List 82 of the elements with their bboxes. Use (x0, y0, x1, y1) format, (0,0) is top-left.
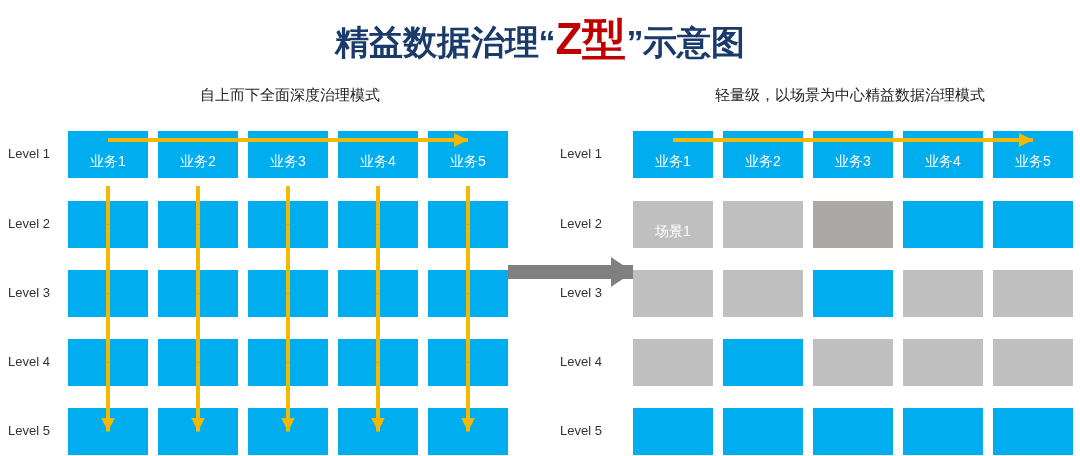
grid-tile (903, 270, 983, 317)
grid-tile (428, 131, 508, 178)
tile-label: 业务3 (269, 153, 307, 169)
grid-tile (338, 201, 418, 248)
grid-tile (68, 270, 148, 317)
row-label: Level 3 (8, 285, 50, 300)
grid-tile (338, 408, 418, 455)
grid-tile (158, 201, 238, 248)
grid-tile (993, 339, 1073, 386)
row-label: Level 5 (8, 423, 50, 438)
grid-tile (903, 339, 983, 386)
grid-tile (813, 408, 893, 455)
row-label: Level 1 (560, 146, 602, 161)
arrow (461, 362, 475, 432)
panel-heading: 自上而下全面深度治理模式 (200, 86, 380, 105)
grid-tile (248, 339, 328, 386)
grid-tile (248, 131, 328, 178)
grid-tile (723, 201, 803, 248)
grid-tile (993, 131, 1073, 178)
grid-tile (338, 270, 418, 317)
arrow (371, 362, 385, 432)
grid-tile (633, 339, 713, 386)
grid-tile (633, 408, 713, 455)
grid-tile (68, 131, 148, 178)
row-label: Level 3 (560, 285, 602, 300)
grid-tile (813, 339, 893, 386)
panel-heading: 轻量级，以场景为中心精益数据治理模式 (715, 86, 985, 105)
grid-tile (68, 201, 148, 248)
tile-label: 业务2 (744, 153, 782, 169)
tile-label: 场景1 (654, 223, 692, 239)
tile-label: 业务1 (89, 153, 127, 169)
grid-tile (68, 408, 148, 455)
grid-tile (813, 270, 893, 317)
grid-tile (338, 131, 418, 178)
grid-tile (158, 339, 238, 386)
arrow (943, 133, 1033, 147)
grid-tile (813, 131, 893, 178)
grid-tile (723, 339, 803, 386)
tile-label: 业务4 (924, 153, 962, 169)
row-label: Level 4 (560, 354, 602, 369)
row-label: Level 5 (560, 423, 602, 438)
row-label: Level 2 (8, 216, 50, 231)
grid-tile (993, 201, 1073, 248)
tile-label: 业务5 (449, 153, 487, 169)
grid-tile (723, 131, 803, 178)
grid-tile (68, 339, 148, 386)
tile-label: 业务2 (179, 153, 217, 169)
grid-tile (428, 201, 508, 248)
title: 精益数据治理“Z型”示意图 (333, 14, 747, 65)
grid-tile (903, 131, 983, 178)
tile-label: 业务4 (359, 153, 397, 169)
grid-tile (428, 408, 508, 455)
grid-tile (158, 270, 238, 317)
grid-tile (248, 408, 328, 455)
row-label: Level 4 (8, 354, 50, 369)
grid-tile (633, 131, 713, 178)
grid-tile (338, 339, 418, 386)
arrow (378, 133, 468, 147)
grid-tile (813, 201, 893, 248)
tile-label: 业务3 (834, 153, 872, 169)
arrow (101, 362, 115, 432)
transition-arrow (508, 257, 633, 287)
grid-tile (428, 270, 508, 317)
grid-tile (993, 270, 1073, 317)
tile-label: 业务5 (1014, 153, 1052, 169)
grid-tile (723, 270, 803, 317)
grid-tile (633, 201, 713, 248)
grid-tile (723, 408, 803, 455)
grid-tile (993, 408, 1073, 455)
grid-tile (158, 131, 238, 178)
tile-label: 业务1 (654, 153, 692, 169)
row-label: Level 1 (8, 146, 50, 161)
grid-tile (158, 408, 238, 455)
row-label: Level 2 (560, 216, 602, 231)
grid-tile (428, 339, 508, 386)
arrow (281, 362, 295, 432)
grid-tile (248, 201, 328, 248)
grid-tile (248, 270, 328, 317)
arrow (191, 362, 205, 432)
grid-tile (903, 408, 983, 455)
grid-tile (633, 270, 713, 317)
grid-tile (903, 201, 983, 248)
